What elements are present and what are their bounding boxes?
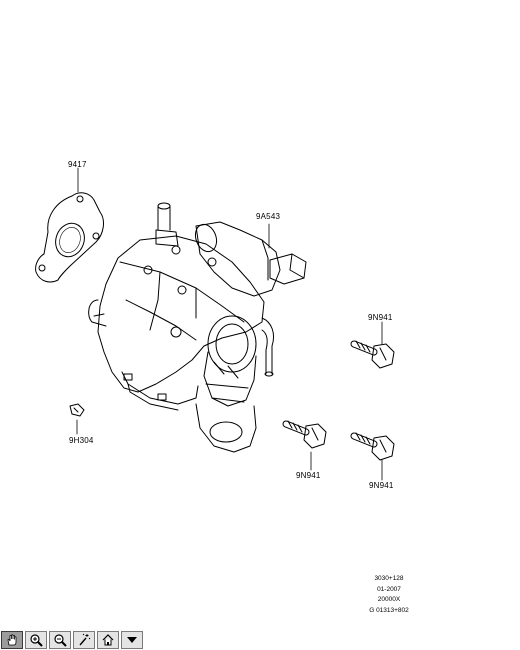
stamp-line-2: 01-2007 [377,585,401,593]
bolt-part-upper [350,340,395,369]
drawing-reference-stamp: 3030+128 01-2007 20000X G 01313+802 [356,574,422,616]
callout-9417: 9417 [68,160,87,169]
leader-lines [76,167,383,481]
hand-pan-icon [7,634,17,646]
zoom-in-icon [30,634,43,647]
viewer-toolbar [0,630,520,650]
dropdown-arrow-icon [127,637,137,643]
exploded-parts-diagram [35,167,395,481]
zoom-out-icon [54,634,67,647]
callout-9A543: 9A543 [256,212,281,221]
gasket-part [35,192,104,283]
callout-9N941-middle: 9N941 [296,471,321,480]
menu-dropdown-button[interactable] [121,631,143,649]
home-button[interactable] [97,631,119,649]
stamp-line-1: 3030+128 [374,575,404,582]
zoom-in-button[interactable] [25,631,47,649]
callout-9N941-lower: 9N941 [369,481,394,490]
bolt-part-lower [350,432,395,461]
stamp-line-3: 20000X [377,596,401,603]
pan-button[interactable] [1,631,23,649]
fuel-pump-assembly [88,202,307,453]
zoom-out-button[interactable] [49,631,71,649]
stamp-line-4: G 01313+802 [369,606,409,614]
magic-wand-icon [79,633,91,646]
clip-part [69,403,85,417]
select-tool-button[interactable] [73,631,95,649]
bolt-part-middle [282,420,327,449]
callout-9H304: 9H304 [69,436,94,445]
home-icon [102,634,114,646]
callout-9N941-upper: 9N941 [368,313,393,322]
